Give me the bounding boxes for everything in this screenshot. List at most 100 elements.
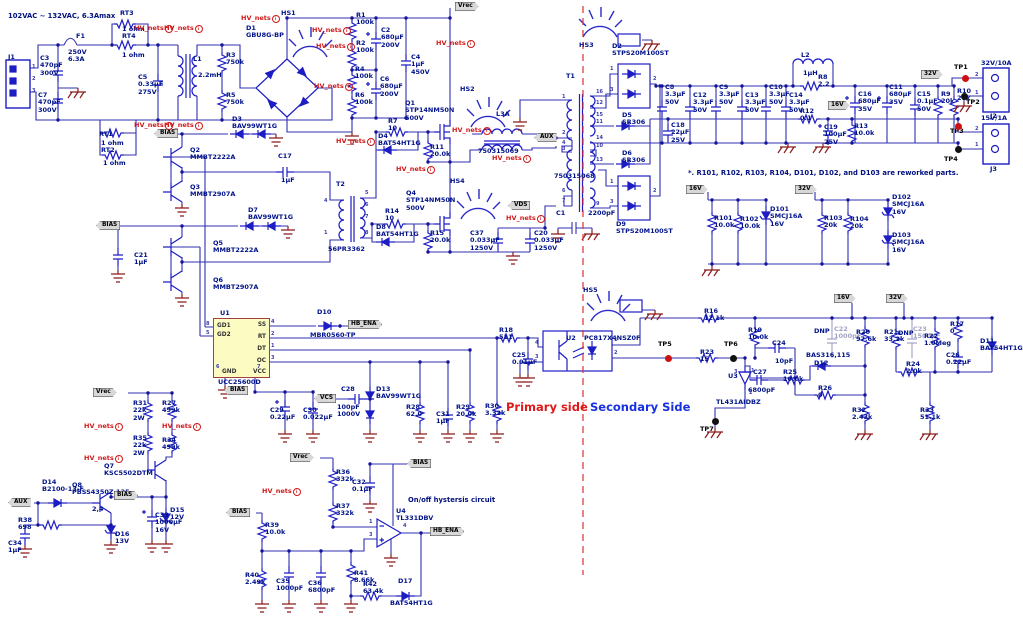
net-flag-vrec: Vrec bbox=[93, 388, 117, 397]
component-label: C15 0.1μF 50V bbox=[917, 90, 938, 113]
component-label: HS4 bbox=[450, 177, 465, 185]
u1-pin-gd2: GD2 bbox=[217, 332, 231, 338]
component-label: 750315068 bbox=[554, 172, 595, 180]
net-flag-vrec: Vrec bbox=[455, 2, 479, 11]
component-label: T2 bbox=[336, 180, 345, 188]
net-flag-aux: AUX bbox=[8, 498, 31, 507]
pin-number: 1 bbox=[751, 368, 755, 374]
component-label: R1 100k bbox=[356, 11, 374, 27]
component-label: R38 698 bbox=[18, 516, 33, 532]
component-label: C10 3.3μF 50V bbox=[769, 83, 790, 106]
test-point-dot bbox=[962, 75, 969, 82]
component-label: R32 2.43k bbox=[852, 406, 873, 422]
pin-number: 1 bbox=[614, 337, 618, 343]
pin-number: 2 bbox=[749, 390, 753, 396]
component-label: R101 10.0k bbox=[714, 214, 735, 230]
component-label: D103 SMCJ16A 16V bbox=[892, 231, 925, 254]
net-flag-32v: 32V bbox=[795, 185, 817, 194]
component-label: D15 12V bbox=[170, 506, 185, 522]
component-label: D9 STPS20M100ST bbox=[616, 220, 673, 236]
u1-pin-rt: RT bbox=[257, 334, 266, 340]
component-label: R17 0 bbox=[950, 320, 965, 336]
component-label: C27 bbox=[753, 368, 767, 376]
test-point-dot bbox=[955, 123, 962, 130]
pin-number: 3 bbox=[610, 87, 614, 93]
pin-number: 11 bbox=[596, 119, 603, 125]
input-spec: 102VAC ~ 132VAC, 6.3Amax bbox=[8, 12, 116, 20]
u1-pin-vcc: VCC bbox=[253, 369, 266, 375]
pin-number: 8 bbox=[365, 230, 369, 236]
component-label: R22 1.0Meg bbox=[924, 332, 952, 348]
pin-number: 3 bbox=[562, 146, 566, 152]
component-label: TL431AIDBZ bbox=[716, 398, 761, 406]
component-label: R14 10 bbox=[385, 207, 400, 223]
component-label: J3 bbox=[990, 165, 997, 173]
component-label: C30 0.022μF bbox=[303, 406, 333, 422]
hv-net-circle-icon: i bbox=[344, 83, 353, 91]
hv-net-circle-icon: i bbox=[271, 15, 280, 23]
hv-net-circle-icon: i bbox=[482, 127, 491, 135]
component-label: C18 22μF 25V bbox=[671, 121, 690, 144]
hv-net-circle-icon: i bbox=[194, 25, 203, 33]
test-point-dot bbox=[730, 355, 737, 362]
pin-number: 1 bbox=[271, 343, 275, 349]
pin-number: 4 bbox=[324, 198, 328, 204]
component-label: R35 22k 2W bbox=[133, 434, 148, 457]
symbol-layer bbox=[5, 19, 1010, 601]
net-flag-16v: 16V bbox=[828, 101, 850, 110]
test-point-label: TP5 bbox=[658, 340, 672, 348]
component-label: 10pF bbox=[775, 357, 794, 365]
component-label: C8 3.3μF 50V bbox=[665, 83, 686, 106]
component-label: D16 13V bbox=[115, 530, 130, 546]
rework-note: *. R101, R102, R103, R104, D101, D102, a… bbox=[688, 169, 959, 177]
pin-number: 8 bbox=[206, 321, 210, 327]
component-label: C12 3.3μF 50V bbox=[693, 91, 714, 114]
hv-net-circle-icon: i bbox=[346, 43, 355, 51]
component-label: C36 6800pF bbox=[308, 579, 336, 595]
component-label: Q6 MMBT2907A bbox=[213, 276, 259, 292]
pin-number: 13 bbox=[596, 157, 603, 163]
pin-number: 1 bbox=[324, 230, 328, 236]
component-label: C11 680μF 35V bbox=[889, 83, 912, 106]
component-label: HS5 bbox=[583, 286, 598, 294]
component-label: 250V 6.3A bbox=[68, 48, 87, 64]
pin-number: 3 bbox=[734, 369, 738, 375]
component-label: D4 BAT54HT1G bbox=[378, 132, 421, 148]
component-label: F1 bbox=[76, 32, 85, 40]
component-label: R42 63.4k bbox=[363, 580, 384, 596]
component-label: C14 3.3μF 50V bbox=[789, 91, 810, 114]
pin-number: 6 bbox=[216, 364, 220, 370]
u1-pin-dt: DT bbox=[257, 346, 266, 352]
component-label: D12 bbox=[814, 359, 829, 367]
pin-number: 6 bbox=[365, 202, 369, 208]
component-label: D8 BAT54HT1G bbox=[376, 223, 419, 239]
component-label: C23 1500pF bbox=[913, 325, 941, 341]
heatsink-glyphs bbox=[288, 6, 631, 322]
component-label: D5 SR306 bbox=[622, 111, 646, 127]
component-label: C26 0.22μF bbox=[946, 351, 972, 367]
component-label: R9 20k bbox=[941, 90, 955, 106]
net-flag-16v: 16V bbox=[686, 185, 708, 194]
component-label: D2 STPS20M100ST bbox=[612, 42, 669, 58]
component-label: C25 0.01μF bbox=[512, 351, 538, 367]
u1-pin-gd1: GD1 bbox=[217, 323, 231, 329]
component-label: R27 499k bbox=[162, 399, 180, 415]
component-label: L1 bbox=[193, 55, 202, 63]
net-flag-bias: BIAS bbox=[114, 491, 138, 500]
pin-number: 2 bbox=[614, 350, 618, 356]
component-label: 56PR3362 bbox=[328, 245, 365, 253]
component-label: C31 1μF bbox=[436, 410, 450, 426]
component-label: C16 680μF 35V bbox=[858, 90, 881, 113]
component-label: R6 100k bbox=[355, 91, 373, 107]
component-label: R8 2.2 bbox=[818, 73, 830, 89]
component-label: MBR0560-TP bbox=[310, 331, 356, 339]
